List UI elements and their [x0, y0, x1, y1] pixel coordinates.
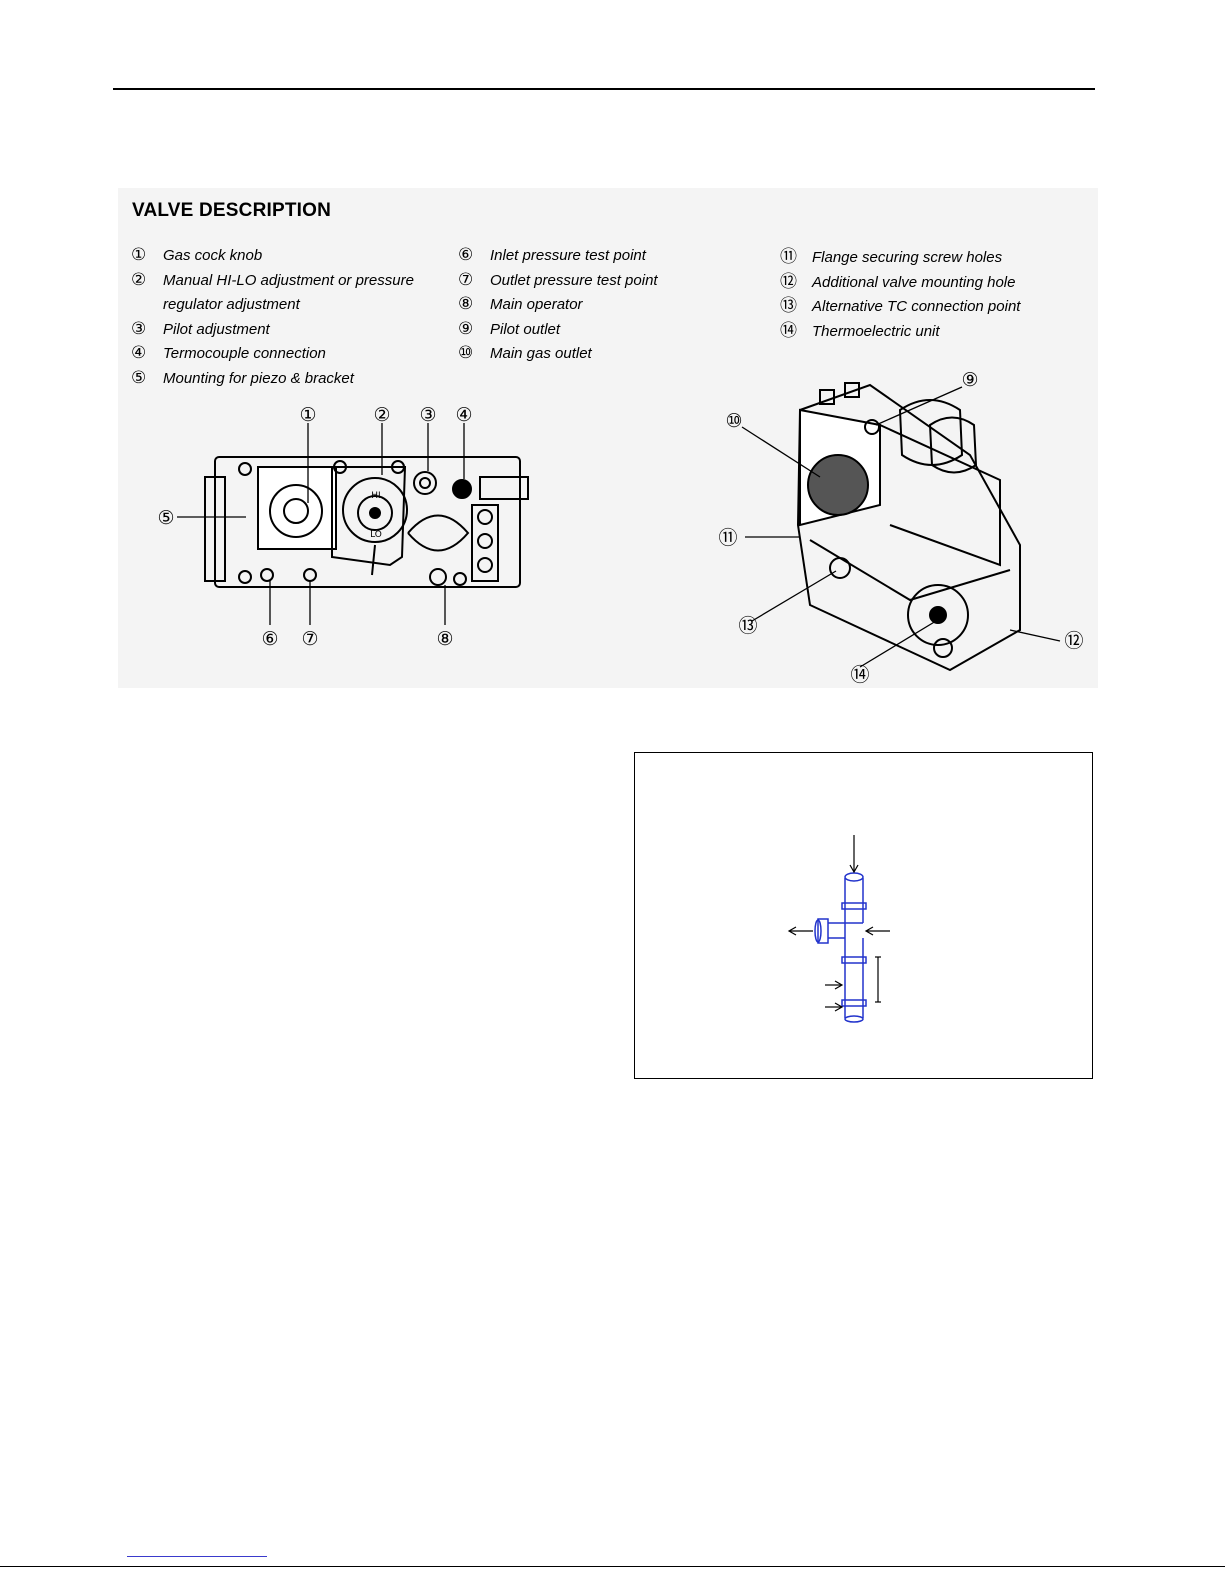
dial-label-lo: LO [370, 530, 382, 540]
callout-1: ① [299, 405, 316, 426]
scanned-figure-background [118, 188, 1098, 688]
footer-link-underline[interactable] [127, 1556, 267, 1557]
pipe-tee-diagram [787, 835, 890, 1023]
callout-5: ⑤ [157, 507, 174, 529]
callout-9: ⑨ [961, 369, 978, 391]
callout-13: ⑬ [738, 615, 757, 637]
callout-3: ③ [419, 405, 436, 426]
callout-10: ⑩ [725, 410, 742, 432]
header-rule [113, 88, 1095, 90]
callout-11: ⑪ [718, 527, 737, 549]
pipe-tee-diagram-box [634, 752, 1093, 1079]
callout-7: ⑦ [301, 628, 318, 650]
section-heading: VALVE DESCRIPTION [132, 200, 332, 221]
callout-2: ② [373, 405, 390, 426]
callout-14: ⑭ [850, 664, 869, 685]
callout-6: ⑥ [261, 628, 278, 650]
footer-rule [0, 1566, 1225, 1567]
dial-label-hi: HI [371, 491, 380, 501]
valve-front-view-drawing: HI LO ① ② ③ ④ ⑤ ⑥ ⑦ ⑧ [157, 405, 529, 650]
callout-4: ④ [455, 405, 472, 426]
valve-isometric-view-drawing: ⑨ ⑩ ⑪ ⑫ ⑬ ⑭ [718, 369, 1083, 685]
callout-12: ⑫ [1064, 630, 1083, 652]
callout-8: ⑧ [436, 628, 453, 650]
